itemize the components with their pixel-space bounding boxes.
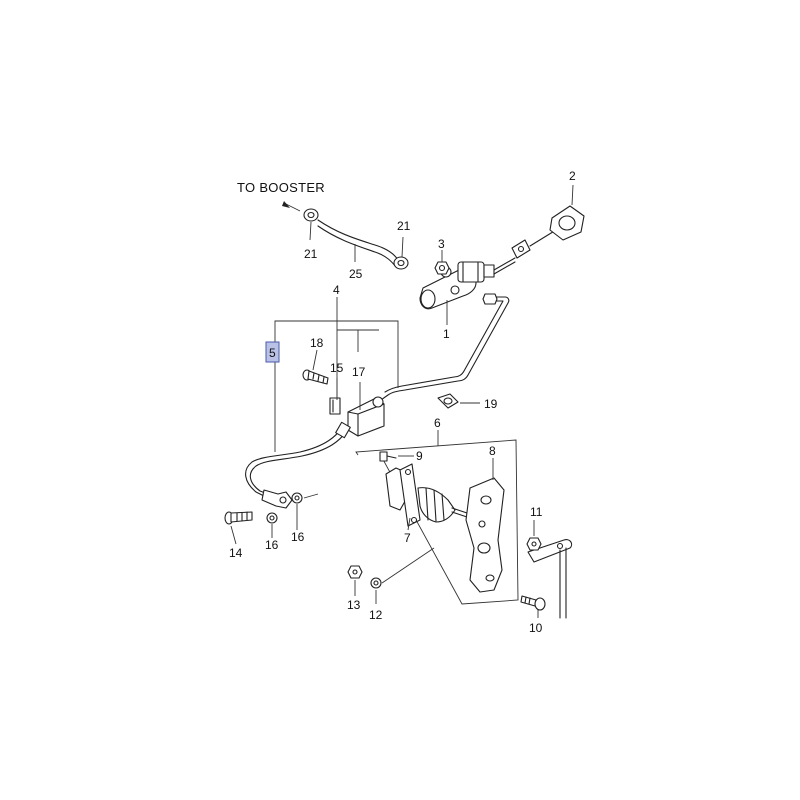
callout-14: 14 [229, 546, 243, 560]
callout-11: 11 [530, 505, 543, 519]
callout-17: 17 [352, 365, 366, 379]
callout-21-upper: 21 [304, 247, 318, 261]
to-booster-label: TO BOOSTER [237, 180, 325, 195]
bracket-bolt [302, 369, 329, 385]
callout-16-right: 16 [291, 530, 305, 544]
hose-clamp-upper [303, 208, 319, 222]
leader-lines [230, 184, 574, 618]
callout-25: 25 [349, 267, 363, 281]
reservoir-hose [317, 219, 401, 268]
callout-10: 10 [529, 621, 543, 635]
callout-12: 12 [369, 608, 383, 622]
mounting-nut-lower [347, 565, 363, 579]
callout-2: 2 [569, 169, 576, 183]
callout-18: 18 [310, 336, 324, 350]
sealing-washer-right [291, 492, 303, 504]
sealing-washer-left [266, 512, 278, 524]
bleeder-screw [379, 451, 397, 462]
pipe-clip [437, 393, 459, 409]
callout-4: 4 [333, 283, 340, 297]
callout-5: 5 [269, 346, 276, 360]
callout-21-lower: 21 [397, 219, 411, 233]
callout-3: 3 [438, 237, 445, 251]
clutch-master-cylinder [419, 261, 495, 310]
hose-bracket [347, 396, 385, 437]
hose-clamp-lower [393, 256, 409, 270]
callout-1: 1 [443, 327, 450, 341]
master-cylinder-pushrod [493, 229, 557, 275]
slave-cylinder-bracket [465, 477, 505, 593]
mounting-nut [434, 261, 450, 275]
to-booster-arrow [282, 201, 301, 212]
clutch-flexible-hose [245, 421, 351, 498]
clutch-pipe [377, 293, 510, 403]
callout-16-left: 16 [265, 538, 279, 552]
callout-labels: 21 25 21 3 2 1 4 5 18 15 17 19 6 8 9 7 1… [229, 169, 576, 635]
callout-5-highlight [265, 341, 280, 363]
callout-13: 13 [347, 598, 361, 612]
lever-nut [526, 537, 542, 551]
release-lever [527, 539, 573, 619]
bracket-bolt-lower [520, 595, 546, 611]
callout-15: 15 [330, 361, 344, 375]
mounting-washer-lower [370, 577, 382, 589]
banjo-fitting [261, 489, 293, 509]
callout-9: 9 [416, 449, 423, 463]
bracket-clip [329, 397, 341, 415]
callout-6: 6 [434, 416, 441, 430]
callout-19: 19 [484, 397, 498, 411]
callout-8: 8 [489, 444, 496, 458]
callout-7: 7 [404, 531, 411, 545]
master-cylinder-gasket [549, 205, 585, 241]
clutch-slave-cylinder [385, 463, 471, 527]
slave-cylinder-assembly-outline [355, 439, 519, 605]
banjo-bolt [224, 511, 253, 525]
